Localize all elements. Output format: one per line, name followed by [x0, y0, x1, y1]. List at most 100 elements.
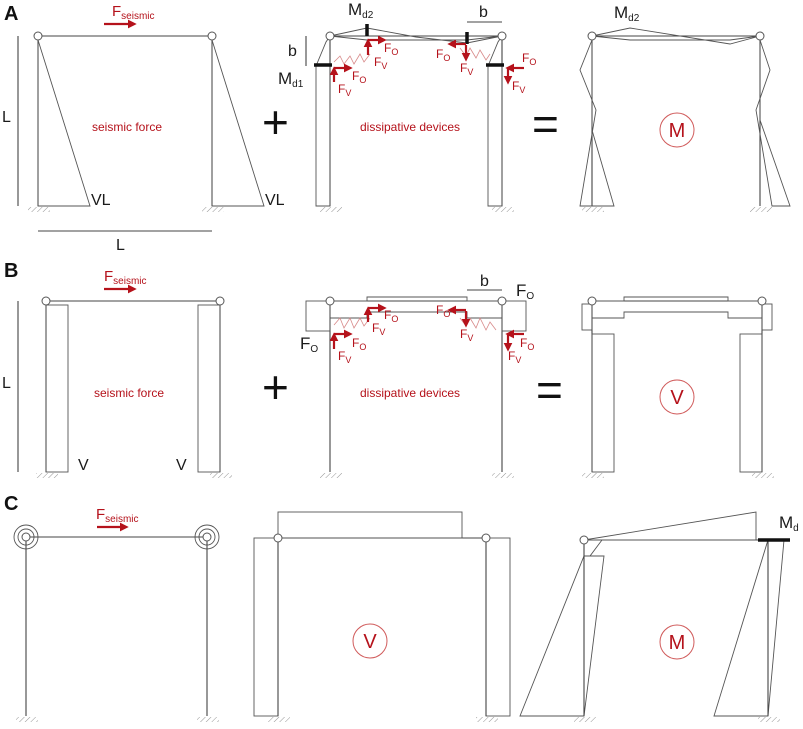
result-device-moment-label: Md2 [614, 3, 640, 24]
panel-a-dissipative-frame: Md2 Md1 b b FO FV FO FV FO FV FO FV diss… [278, 0, 536, 212]
right-rotational-spring-inner [198, 528, 216, 546]
result-beam-shear [591, 296, 763, 319]
equals-operator-a: = [532, 98, 559, 150]
shear-symbol: V [363, 631, 377, 653]
moment-symbol: M [669, 632, 686, 654]
left-support [320, 473, 342, 478]
left-hinge [21, 532, 31, 542]
right-support [752, 473, 774, 478]
left-support [268, 717, 290, 722]
width-dimension-label: L [116, 237, 125, 254]
panel-a: A Fseismic L L VL VL seismic force + [2, 0, 791, 254]
left-joint-shear [305, 300, 331, 332]
left-hinge [325, 31, 335, 41]
result-right-shear [739, 333, 763, 473]
offset-dimension-top-label: b [479, 4, 488, 21]
beam-device-moment-label: Md2 [348, 0, 374, 21]
offset-dimension-label: b [480, 273, 489, 290]
left-hinge [33, 31, 43, 41]
left-corner-moment [315, 35, 331, 67]
left-hinge [273, 533, 283, 543]
force-o-label-4: FO [522, 51, 536, 67]
force-o-label-1: FO [384, 41, 398, 57]
right-corner-moment [487, 35, 503, 67]
left-support [28, 207, 50, 212]
right-support [202, 207, 224, 212]
right-shear-diagram [197, 304, 221, 473]
left-support [16, 717, 38, 722]
right-hinge [755, 31, 765, 41]
seismic-force-label: Fseismic [112, 3, 155, 22]
left-hinge [587, 296, 597, 306]
shear-symbol-circle [659, 379, 695, 415]
panel-c-shear-frame: V [253, 511, 511, 722]
shear-symbol-circle [352, 623, 388, 659]
right-base-moment-label: VL [265, 192, 285, 209]
result-right-joint [761, 303, 773, 331]
seismic-force-label: Fseismic [96, 506, 139, 525]
left-column-moment [519, 555, 605, 717]
left-moment-diagram [37, 39, 91, 207]
right-support [492, 207, 514, 212]
left-support [582, 207, 604, 212]
right-hinge [497, 296, 507, 306]
force-v-label-3: FV [460, 61, 473, 77]
force-o-label-3: FO [436, 303, 450, 319]
beam-shear-diagram [277, 511, 463, 539]
left-shear-diagram [45, 304, 69, 473]
device-moment-label: Md [779, 513, 799, 534]
force-o-label-3: FO [436, 47, 450, 63]
equals-operator-b: = [536, 364, 563, 416]
right-joint-shear [501, 300, 527, 332]
force-v-label-1: FV [374, 55, 387, 71]
left-damper-spring [333, 53, 371, 65]
right-hinge [202, 532, 212, 542]
result-left-shear [591, 333, 615, 473]
plus-operator-a: + [262, 96, 289, 148]
right-rotational-spring-outer [194, 524, 220, 550]
top-force-o-label: FO [516, 281, 534, 302]
dissipative-devices-caption: dissipative devices [360, 120, 460, 134]
panel-b: B Fseismic L V V seismic force + [2, 260, 774, 478]
left-support [36, 473, 58, 478]
panel-c-moment-frame: Md M [519, 511, 799, 722]
left-base-shear-label: V [78, 457, 89, 474]
force-o-label-2: FO [352, 336, 366, 352]
force-v-label-2: FV [338, 349, 351, 365]
panel-b-seismic-frame: Fseismic L V V seismic force [2, 268, 232, 478]
beam-moment-diagram [583, 511, 757, 541]
left-hinge [41, 296, 51, 306]
dissipative-devices-caption: dissipative devices [360, 386, 460, 400]
right-hinge [481, 533, 491, 543]
force-v-label-2: FV [338, 82, 351, 98]
panel-b-result-frame: V [581, 296, 774, 478]
right-support [750, 207, 772, 212]
panel-a-result-frame: Md2 M [579, 3, 791, 212]
offset-dimension-left-label: b [288, 43, 297, 60]
force-o-label-4: FO [520, 336, 534, 352]
beam-shear-diagram [329, 296, 503, 319]
left-hinge [325, 296, 335, 306]
moment-symbol-circle [659, 112, 695, 148]
left-rotational-spring-outer [13, 524, 39, 550]
right-support [492, 473, 514, 478]
seismic-force-caption: seismic force [94, 386, 164, 400]
right-support [197, 717, 219, 722]
moment-symbol: M [669, 120, 686, 142]
panel-b-label: B [4, 260, 18, 282]
left-rotational-spring-inner [17, 528, 35, 546]
result-left-joint [581, 303, 593, 331]
left-shear-diagram [253, 537, 279, 717]
right-damper-spring [459, 47, 491, 61]
right-moment-diagram [211, 39, 265, 207]
seismic-force-caption: seismic force [92, 120, 162, 134]
force-v-label-4: FV [508, 349, 521, 365]
left-base-moment-label: VL [91, 192, 111, 209]
force-o-label-2: FO [352, 69, 366, 85]
column-device-moment-label: Md1 [278, 69, 304, 90]
right-support [476, 717, 498, 722]
right-support [758, 717, 780, 722]
right-hinge [757, 296, 767, 306]
panel-b-dissipative-frame: b FO FO FO FV FO FV FO FV FO FV dissipat… [300, 273, 534, 478]
